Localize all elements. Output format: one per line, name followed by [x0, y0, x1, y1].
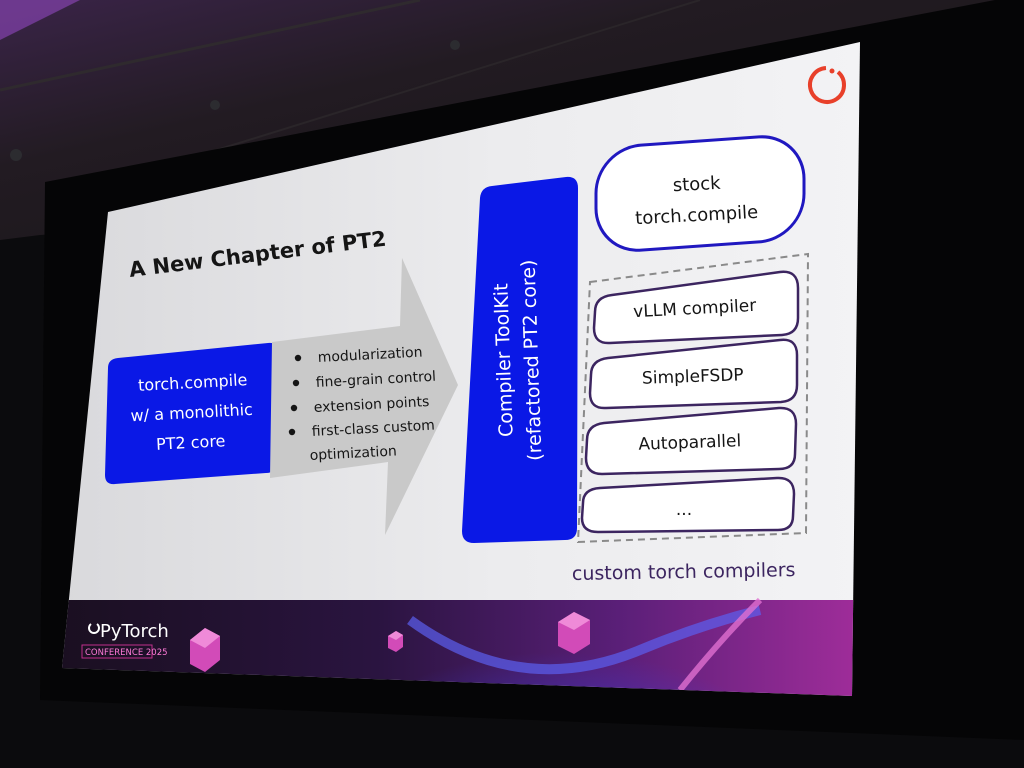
stock-line: stock	[672, 173, 721, 197]
pytorch-logo-icon	[88, 623, 100, 634]
bullet-icon	[288, 428, 296, 436]
bullet-icon	[294, 354, 302, 362]
footer-brand: PyTorch	[100, 621, 169, 642]
footer-wave-graphic	[407, 605, 762, 675]
ceiling-fixture	[10, 149, 22, 161]
monolithic-core-line: PT2 core	[156, 431, 226, 454]
pytorch-footer-logo: PyTorch CONFERENCE 2025	[81, 621, 169, 659]
pytorch-logo-icon	[808, 66, 846, 104]
monolithic-core-box: torch.compile w/ a monolithic PT2 core	[105, 342, 278, 485]
custom-compilers-label: custom torch compilers	[572, 559, 796, 585]
compiler-label: Autoparallel	[638, 431, 741, 455]
footer-event-badge	[81, 644, 153, 659]
bullet-item: fine-grain control	[315, 369, 436, 391]
stock-torch-compile-box: stock torch.compile	[594, 135, 806, 252]
compiler-pill-vllm: vLLM compiler	[592, 270, 800, 345]
bullet-list: modularization fine-grain control extens…	[288, 345, 436, 464]
compiler-label: ...	[676, 500, 692, 520]
compiler-pill-autoparallel: Autoparallel	[584, 406, 798, 476]
footer-wave-graphic	[677, 597, 763, 692]
transition-arrow	[270, 258, 458, 535]
footer-cube	[388, 631, 403, 652]
ceiling-fixture	[210, 100, 220, 110]
ceiling-beam	[0, 0, 421, 92]
bullet-item: first-class custom	[311, 418, 435, 440]
compiler-pill-ellipsis: ...	[580, 476, 796, 534]
bullet-item: optimization	[309, 443, 397, 464]
bullet-item: extension points	[313, 394, 429, 416]
footer-cube	[190, 628, 220, 672]
footer-event: CONFERENCE 2025	[85, 648, 168, 658]
compiler-pill-simplefsdp: SimpleFSDP	[588, 338, 799, 410]
compiler-toolkit-bar: Compiler ToolKit (refactored PT2 core)	[462, 176, 578, 543]
footer-cube	[558, 612, 590, 654]
toolkit-line: Compiler ToolKit	[490, 283, 517, 437]
bullet-icon	[290, 404, 298, 412]
custom-compilers-group	[576, 252, 810, 544]
ceiling-fixture	[450, 40, 460, 50]
bullet-item: modularization	[317, 345, 423, 366]
compiler-label: SimpleFSDP	[642, 365, 744, 389]
ceiling-light	[0, 0, 80, 40]
bullet-icon	[292, 379, 300, 387]
